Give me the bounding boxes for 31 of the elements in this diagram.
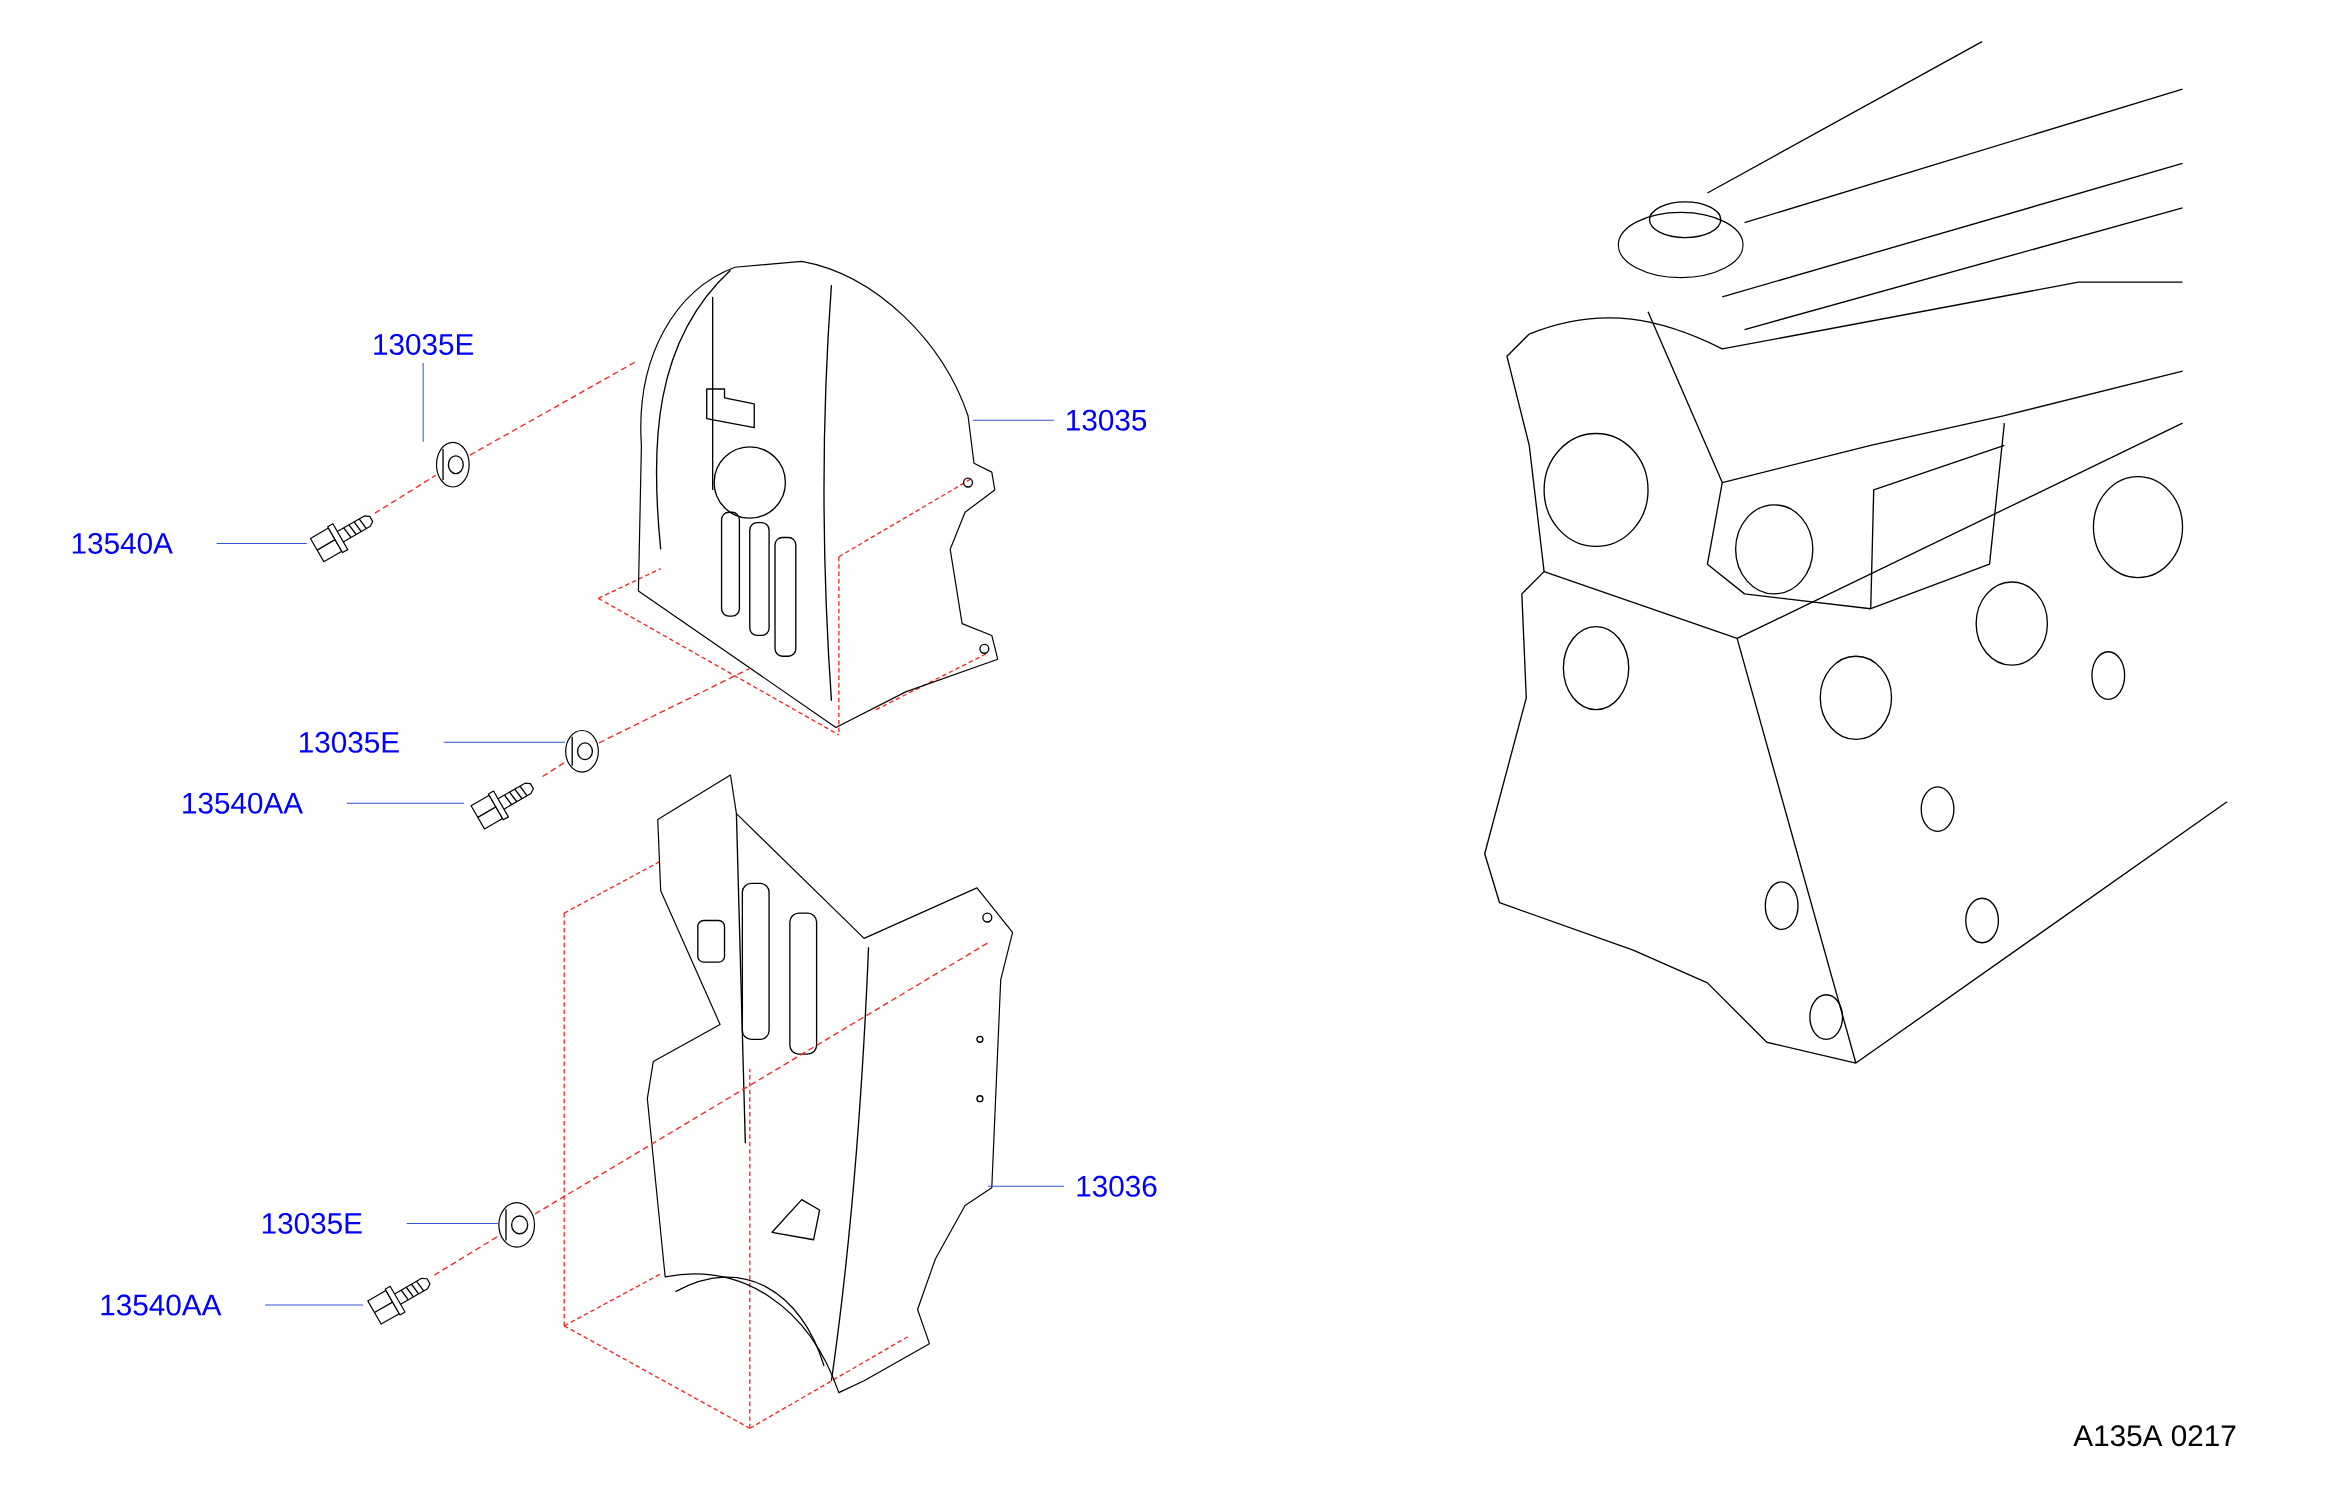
upper-cover-drawing [637,260,999,729]
alignment-line [534,942,989,1215]
grommet-drawing [498,1202,536,1248]
part-number: 13540AA [183,792,303,814]
bolt-drawing [309,515,374,563]
alignment-line [541,761,566,778]
part-number: 13035E [262,1213,362,1235]
part-number: 13540A [72,533,173,555]
drawing-number: A135A 0217 [2073,1425,2236,1447]
part-number: 13540AA [101,1294,222,1316]
bolt-drawing [470,782,534,830]
alignment-line [433,1235,499,1277]
leader-line [443,742,566,743]
leader-line [264,1304,364,1306]
part-number: 13035 [1067,409,1147,431]
leader-line [972,419,1055,421]
alignment-line [374,474,437,515]
leader-line [216,543,308,545]
part-number: 13035E [300,732,399,753]
grommet-drawing [435,442,470,488]
part-number: 13036 [1077,1175,1157,1197]
leader-line [987,1185,1065,1187]
grommet-drawing [565,730,599,773]
part-number: 13035E [374,334,474,356]
leader-line [406,1223,499,1225]
bolt-drawing [367,1277,431,1325]
alignment-line [469,361,636,456]
lower-cover-drawing [646,774,1014,1394]
alignment-line [598,668,750,744]
leader-line [346,802,465,804]
leader-line [422,362,424,443]
